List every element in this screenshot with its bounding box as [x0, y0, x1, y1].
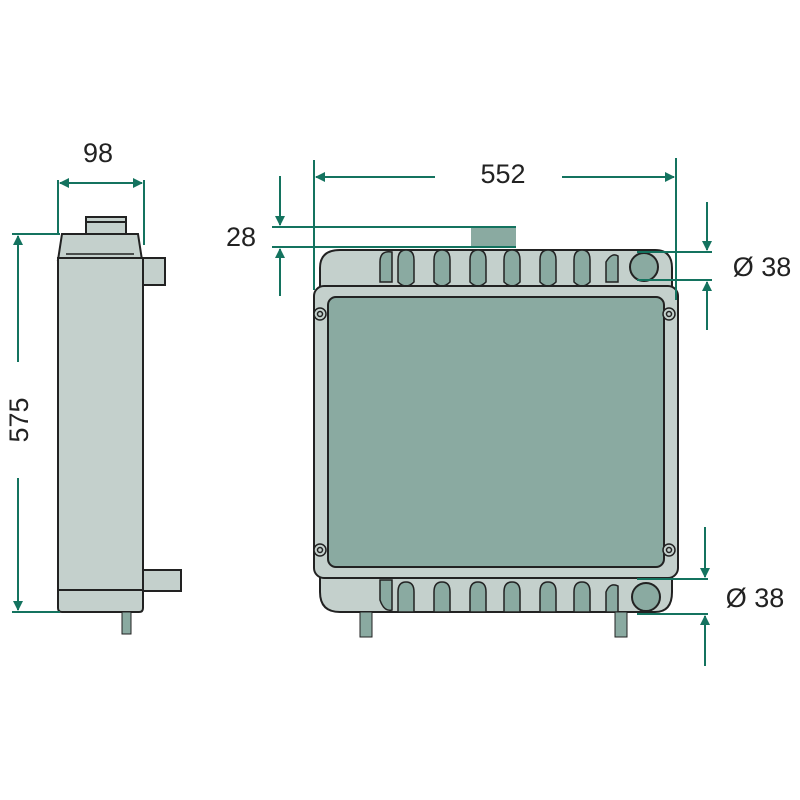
lower-hose-label: Ø 38	[726, 583, 785, 613]
height-dimension: 575	[4, 233, 60, 613]
side-view	[56, 216, 182, 635]
height-label: 575	[4, 397, 34, 442]
upper-hose-dimension: Ø 38	[637, 202, 791, 330]
depth-dimension: 98	[57, 138, 145, 245]
width-dimension: 552	[313, 158, 677, 300]
lower-hose-dimension: Ø 38	[637, 527, 784, 666]
front-view	[313, 227, 679, 638]
filler-neck-label: 28	[226, 222, 256, 252]
depth-label: 98	[83, 138, 113, 168]
upper-hose-label: Ø 38	[733, 252, 792, 282]
width-label: 552	[480, 159, 525, 189]
filler-neck-dimension: 28	[226, 176, 516, 296]
